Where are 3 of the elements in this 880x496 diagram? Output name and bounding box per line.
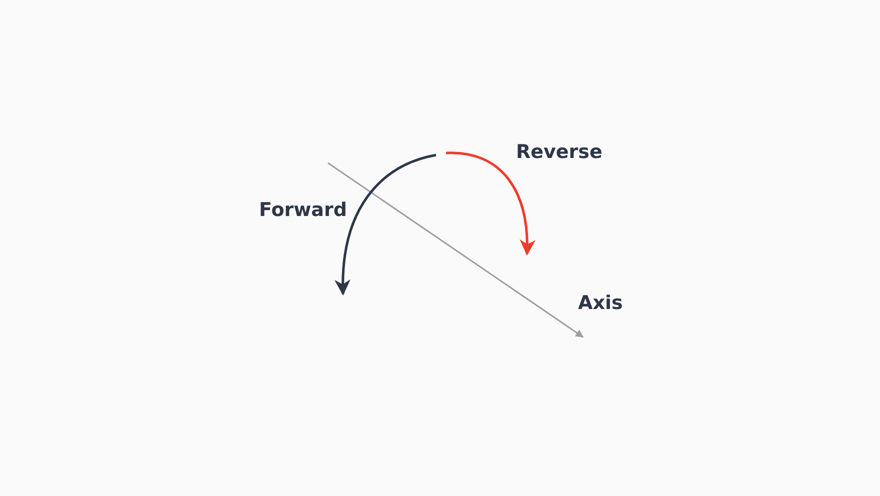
direction-label: Axis: [578, 291, 623, 316]
direction-label: Forward: [259, 198, 347, 223]
direction-label: Reverse: [516, 140, 602, 165]
